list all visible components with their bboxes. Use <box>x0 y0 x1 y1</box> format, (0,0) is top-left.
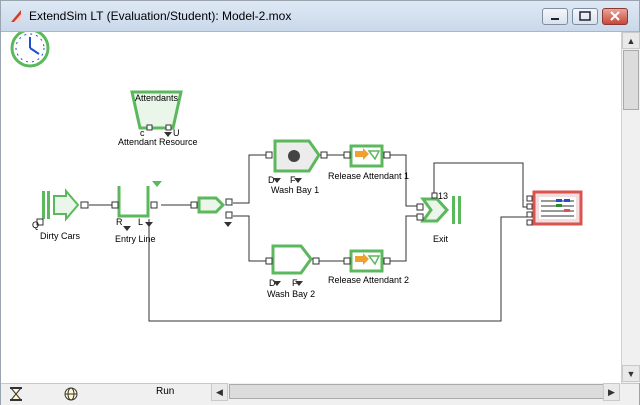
svg-text:F: F <box>290 175 296 185</box>
svg-text:D: D <box>268 175 275 185</box>
minimize-icon <box>551 18 559 20</box>
model-canvas[interactable]: Attendants c U Attendant Resource Q Dirt… <box>1 32 621 383</box>
wash-bay-1-block[interactable]: D F Wash Bay 1 <box>265 139 328 195</box>
exit-count: 13 <box>438 191 448 201</box>
globe-icon[interactable] <box>64 387 78 401</box>
scroll-up-arrow-icon[interactable]: ▲ <box>622 32 640 49</box>
plotter-block[interactable] <box>526 190 583 226</box>
entry-line-label: Entry Line <box>115 234 156 244</box>
svg-text:c: c <box>140 128 145 138</box>
connector-release2-exit <box>385 215 421 262</box>
horizontal-scroll-thumb[interactable] <box>229 384 609 399</box>
wash-bay-2-label: Wash Bay 2 <box>267 289 315 299</box>
attendant-resource-block[interactable]: Attendants c U Attendant Resource <box>118 90 198 147</box>
svg-text:D: D <box>269 278 276 288</box>
release-attendant-1-block[interactable]: Release Attendant 1 <box>328 144 409 181</box>
maximize-button[interactable] <box>572 8 598 25</box>
svg-text:U: U <box>173 128 180 138</box>
connector-exit-plotter <box>433 162 532 208</box>
wash-bay-1-label: Wash Bay 1 <box>271 185 319 195</box>
vertical-scroll-thumb[interactable] <box>623 50 639 110</box>
svg-text:R: R <box>116 217 123 227</box>
simulation-clock-icon[interactable] <box>10 32 50 68</box>
window-title: ExtendSim LT (Evaluation/Student): Model… <box>29 9 292 23</box>
entry-line-block[interactable]: R L Entry Line <box>111 181 162 244</box>
scroll-right-arrow-icon[interactable]: ▶ <box>603 383 620 401</box>
run-status-label: Run <box>156 386 175 397</box>
maximize-icon <box>579 11 591 21</box>
svg-text:L: L <box>138 217 143 227</box>
select-output-block[interactable] <box>190 196 233 227</box>
close-button[interactable] <box>602 8 628 25</box>
vertical-scrollbar[interactable]: ▲ ▼ <box>621 32 640 383</box>
exit-block[interactable]: 13 Exit <box>416 191 461 244</box>
connection-lines <box>89 154 532 322</box>
scroll-left-arrow-icon[interactable]: ◀ <box>211 383 228 401</box>
scroll-down-arrow-icon[interactable]: ▼ <box>622 365 640 382</box>
minimize-button[interactable] <box>542 8 568 25</box>
hourglass-icon[interactable] <box>10 387 22 401</box>
attendant-resource-label: Attendant Resource <box>118 137 198 147</box>
close-icon <box>610 11 620 21</box>
release-attendant-2-label: Release Attendant 2 <box>328 275 409 285</box>
connector-plotter-loop <box>148 216 532 322</box>
wash-bay-2-block[interactable]: D F Wash Bay 2 <box>265 244 320 299</box>
dirty-cars-block[interactable]: Q Dirty Cars <box>32 188 89 241</box>
connector-release1-exit <box>385 154 421 207</box>
svg-text:F: F <box>292 278 298 288</box>
svg-text:Q: Q <box>32 220 39 230</box>
extendsim-logo-icon <box>11 10 21 22</box>
horizontal-scrollbar[interactable]: ◀ ▶ <box>211 383 621 401</box>
title-bar[interactable]: ExtendSim LT (Evaluation/Student): Model… <box>1 1 639 32</box>
attendants-label: Attendants <box>135 93 179 103</box>
dirty-cars-label: Dirty Cars <box>40 231 80 241</box>
connector-select-wash2 <box>233 215 266 262</box>
release-attendant-2-block[interactable]: Release Attendant 2 <box>328 249 409 285</box>
exit-label: Exit <box>433 234 449 244</box>
connector-select-wash1 <box>233 154 266 204</box>
release-attendant-1-label: Release Attendant 1 <box>328 171 409 181</box>
